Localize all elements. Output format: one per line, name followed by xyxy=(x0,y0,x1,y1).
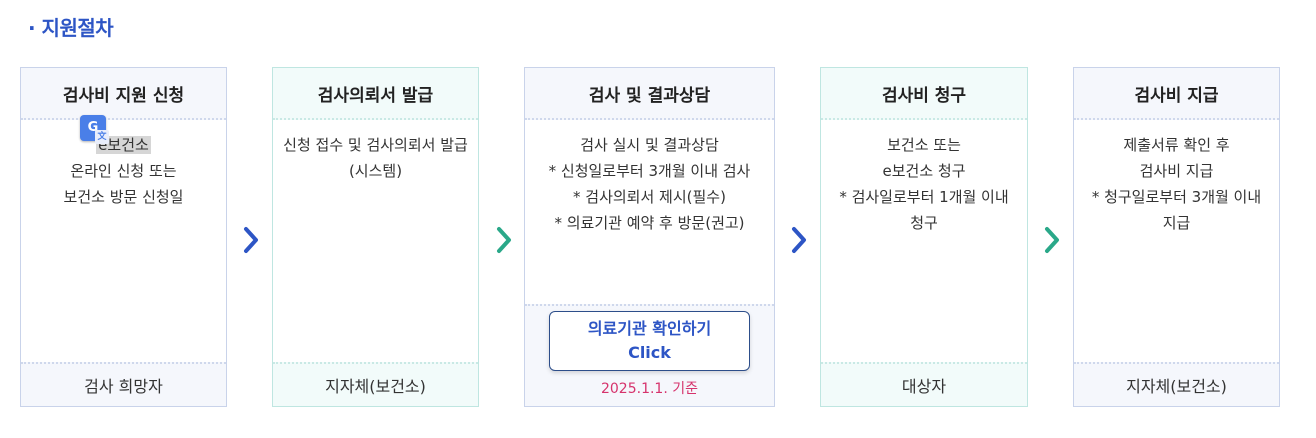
step-test-consult: 검사 및 결과상담 검사 실시 및 결과상담 * 신청일로부터 3개월 이내 검… xyxy=(524,67,775,407)
step-description: 보건소 또는 e보건소 청구 * 검사일로부터 1개월 이내 청구 xyxy=(821,122,1027,362)
button-label: 의료기관 확인하기 xyxy=(587,319,712,338)
step-line: * 청구일로부터 3개월 이내 xyxy=(1091,188,1262,206)
google-translate-icon[interactable]: G 文 xyxy=(80,115,109,144)
step-title: 검사의뢰서 발급 xyxy=(273,68,478,120)
step-footer: 지자체(보건소) xyxy=(1074,362,1279,406)
step-description: 검사 실시 및 결과상담 * 신청일로부터 3개월 이내 검사 * 검사의뢰서 … xyxy=(525,122,774,236)
translate-badge-sub: 文 xyxy=(95,130,109,144)
step-footer: 대상자 xyxy=(821,362,1027,406)
step-description: 제출서류 확인 후 검사비 지급 * 청구일로부터 3개월 이내 지급 xyxy=(1074,122,1279,362)
step-description: 신청 접수 및 검사의뢰서 발급 (시스템) xyxy=(273,122,478,362)
chevron-right-icon xyxy=(1042,225,1062,255)
step-footer: 지자체(보건소) xyxy=(273,362,478,406)
step-line: * 검사의뢰서 제시(필수) xyxy=(573,188,726,206)
step-claim: 검사비 청구 보건소 또는 e보건소 청구 * 검사일로부터 1개월 이내 청구… xyxy=(820,67,1028,407)
step-line: e보건소 xyxy=(96,136,151,154)
reference-date: 2025.1.1. 기준 xyxy=(600,381,698,397)
step-line: 청구 xyxy=(910,214,938,232)
step-title: 검사 및 결과상담 xyxy=(525,68,774,120)
step-title: 검사비 청구 xyxy=(821,68,1027,120)
step-line: 보건소 방문 신청일 xyxy=(63,188,184,206)
step-line: 제출서류 확인 후 xyxy=(1123,136,1230,154)
step-payment: 검사비 지급 제출서류 확인 후 검사비 지급 * 청구일로부터 3개월 이내 … xyxy=(1073,67,1280,407)
step-referral: 검사의뢰서 발급 신청 접수 및 검사의뢰서 발급 (시스템) 지자체(보건소) xyxy=(272,67,479,407)
step-line: (시스템) xyxy=(348,162,403,180)
chevron-right-icon xyxy=(494,225,514,255)
step-line: * 검사일로부터 1개월 이내 xyxy=(839,188,1009,206)
step-line: 검사 실시 및 결과상담 xyxy=(580,136,719,154)
step-line: 신청 접수 및 검사의뢰서 발급 xyxy=(283,136,468,154)
step-title: 검사비 지급 xyxy=(1074,68,1279,120)
button-click-label: Click xyxy=(628,343,671,362)
step-line: * 신청일로부터 3개월 이내 검사 xyxy=(548,162,751,180)
step-footer: 검사 희망자 xyxy=(21,362,226,406)
step-title: 검사비 지원 신청 xyxy=(21,68,226,120)
step-apply: 검사비 지원 신청 e보건소 온라인 신청 또는 보건소 방문 신청일 G 文 … xyxy=(20,67,227,407)
check-medical-institution-button[interactable]: 의료기관 확인하기 Click xyxy=(549,311,750,371)
step-line: e보건소 청구 xyxy=(882,162,966,180)
step-line: 온라인 신청 또는 xyxy=(70,162,177,180)
step-description: e보건소 온라인 신청 또는 보건소 방문 신청일 xyxy=(21,122,226,362)
chevron-right-icon xyxy=(789,225,809,255)
step-line: * 의료기관 예약 후 방문(권고) xyxy=(554,214,745,232)
section-title: · 지원절차 xyxy=(28,16,114,40)
step-line: 지급 xyxy=(1162,214,1191,232)
translate-badge-label: G xyxy=(87,120,99,135)
step-line: 검사비 지급 xyxy=(1139,162,1214,180)
step-line: 보건소 또는 xyxy=(887,136,961,154)
chevron-right-icon xyxy=(241,225,261,255)
